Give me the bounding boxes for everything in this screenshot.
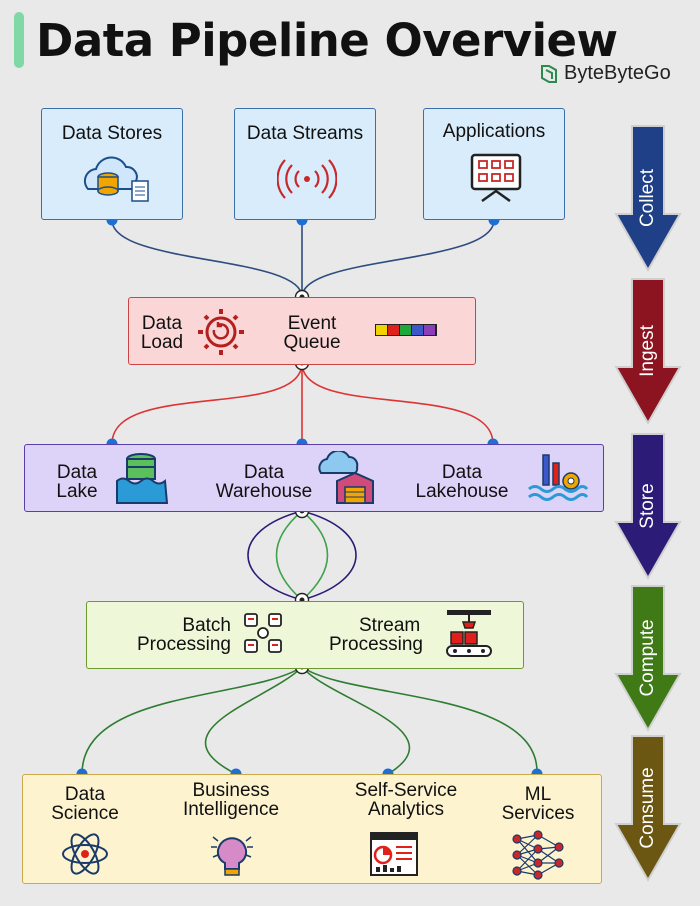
ingest-box: Data Load Event Queue [128,297,476,365]
dashboard-icon [370,832,418,876]
compute-box: Batch Processing Stream Processing [86,601,524,669]
brand-name: ByteByteGo [564,62,671,84]
consume-line1: Self-Service [354,780,458,801]
cloud-database-icon [83,156,149,202]
queue-slot [400,325,412,335]
source-data-stores: Data Stores [41,108,183,220]
conveyor-icon [446,610,492,657]
queue-slot [376,325,388,335]
queue-slot [388,325,400,335]
consume-line2: Intelligence [182,799,280,820]
store-line2: Lake [56,481,98,502]
title-accent-bar [14,12,24,68]
stage-arrow-consume: Consume [614,735,682,883]
store-line2: Warehouse [215,481,313,502]
lake-database-icon [116,453,169,504]
stream-line1: Stream [359,615,421,636]
store-line1: Data [243,462,285,483]
consume-box: Data Science Business Intelligence Self-… [22,774,602,884]
store-line2: Lakehouse [415,481,509,502]
consume-line2: Analytics [367,799,445,820]
queue-slot [424,325,436,335]
event-queue-label: Event Queue [279,314,345,352]
stage-label: Store [637,483,658,528]
source-label: Data Stores [61,123,163,144]
store-item-data-warehouse: Data Warehouse [209,463,319,501]
data-load-line2: Load [140,332,184,353]
app-grid-icon [470,153,522,203]
stage-label: Consume [637,767,658,848]
stage-arrow-compute: Compute [614,585,682,733]
source-data-streams: Data Streams [234,108,376,220]
event-queue-line2: Queue [283,332,341,353]
source-label: Applications [442,121,546,142]
stream-processing-label: Stream Processing [329,616,439,654]
consume-line1: ML [524,784,552,805]
store-box: Data Lake Data Warehouse Data Lakehouse [24,444,604,512]
stage-arrow-store: Store [614,433,682,581]
batch-line2: Processing [137,634,231,655]
store-line1: Data [56,462,98,483]
stage-arrow-ingest: Ingest [614,278,682,426]
store-item-data-lake: Data Lake [47,463,107,501]
stage-arrow-collect: Collect [614,125,682,273]
brand: ByteByteGo [540,62,671,85]
neural-network-icon [512,830,564,880]
batch-line1: Batch [182,615,231,636]
queue-slot [412,325,424,335]
gear-load-icon [198,309,244,355]
consume-line2: Science [51,803,119,824]
store-item-data-lakehouse: Data Lakehouse [409,463,515,501]
consume-line1: Data [64,784,106,805]
consume-item-ml-services: ML Services [493,785,583,823]
consume-line2: Services [501,803,575,824]
source-applications: Applications [423,108,565,220]
bytebytego-logo-icon [541,64,557,83]
consume-item-self-service-analytics: Self-Service Analytics [333,781,479,819]
stream-line2: Processing [329,634,423,655]
consume-line1: Business [192,780,270,801]
event-queue-line1: Event [287,313,337,334]
atom-icon [62,833,108,875]
brain-bulb-icon [211,836,253,876]
signal-stream-icon [277,159,337,199]
lakehouse-chart-icon [528,454,589,501]
data-load-label: Data Load [137,314,187,352]
stage-label: Collect [637,168,658,227]
data-load-line1: Data [141,313,183,334]
page-title: Data Pipeline Overview [36,14,618,67]
consume-item-data-science: Data Science [37,785,133,823]
batch-processing-icon [244,613,282,653]
batch-processing-label: Batch Processing [111,616,231,654]
source-label: Data Streams [246,123,364,144]
consume-item-business-intelligence: Business Intelligence [173,781,289,819]
stage-label: Compute [637,619,658,696]
stage-label: Ingest [637,324,658,376]
queue-bar-icon [375,324,437,336]
cloud-warehouse-icon [318,451,374,504]
store-line1: Data [441,462,483,483]
